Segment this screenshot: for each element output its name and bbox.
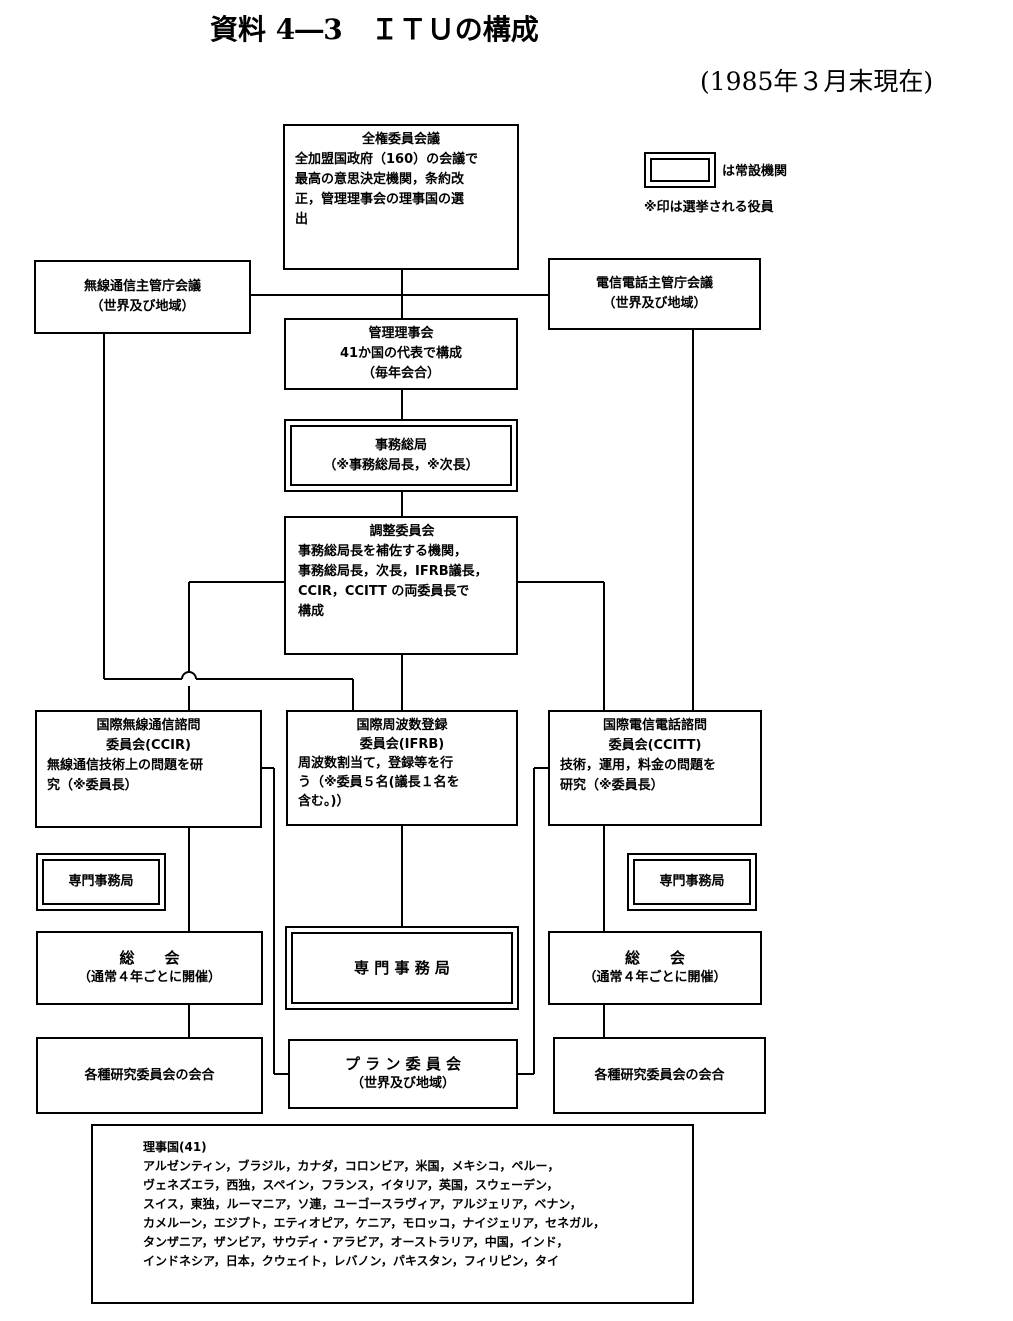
ccitt-line-1: 国際電信電話諮問 (602, 718, 707, 733)
plenipotentiary-line-2: 最高の意思決定機関，条約改 (295, 172, 465, 187)
plenipotentiary-name: 全権委員会議 (361, 132, 440, 147)
telegraph-admin-conference-scope: （世界及び地域） (602, 296, 707, 311)
ccir-study-groups-box: 各種研究委員会の会合 (36, 1037, 263, 1114)
radio-admin-conference-scope: （世界及び地域） (90, 299, 195, 314)
radio-admin-conference-box: 無線通信主管庁会議 （世界及び地域） (34, 260, 251, 334)
telegraph-admin-conference-name: 電信電話主管庁会議 (595, 276, 713, 291)
ccitt-study-groups-label: 各種研究委員会の会合 (594, 1067, 725, 1083)
administrative-council-box: 管理理事会 41か国の代表で構成 （毎年会合） (284, 318, 518, 390)
coordination-committee-box: 調整委員会 事務総局長を補佐する機関， 事務総局長，次長，IFRB議長， CCI… (284, 516, 518, 655)
ccitt-specialized-secretariat-box: 専門事務局 (627, 853, 757, 911)
administrative-council-line-2: 41か国の代表で構成 (339, 346, 463, 361)
coordination-committee-name: 調整委員会 (369, 524, 435, 539)
ccitt-plenary-assembly-frequency: （通常４年ごとに開催） (583, 970, 727, 985)
ifrb-line-1: 国際周波数登録 (356, 718, 448, 733)
legend-permanent-box (644, 152, 716, 188)
ifrb-line-2: 委員会(IFRB) (359, 737, 445, 752)
ccir-line-3: 無線通信技術上の問題を研 (47, 758, 204, 773)
ifrb-specialized-secretariat-box: 専 門 事 務 局 (285, 926, 519, 1010)
ifrb-line-4: う（※委員５名(議長１名を (298, 775, 460, 790)
telegraph-admin-conference-box: 電信電話主管庁会議 （世界及び地域） (548, 258, 761, 330)
coordination-committee-line-2: 事務総局長，次長，IFRB議長， (298, 564, 488, 579)
general-secretariat-officers: （※事務総局長，※次長） (323, 457, 479, 473)
council-member-states-line-6: インドネシア，日本，クウェイト，レバノン，パキスタン，フィリピン，タイ (143, 1254, 560, 1268)
ifrb-line-3: 周波数割当て，登録等を行 (298, 756, 454, 771)
ifrb-specialized-secretariat-label: 専 門 事 務 局 (354, 959, 450, 977)
as-of-date: (1985年３月末現在) (700, 67, 934, 96)
ccitt-study-groups-box: 各種研究委員会の会合 (553, 1037, 766, 1114)
ccitt-line-3: 技術，運用，料金の問題を (560, 758, 717, 773)
ccir-plenary-assembly-frequency: （通常４年ごとに開催） (77, 970, 221, 985)
ccitt-line-4: 研究（※委員長） (560, 778, 664, 793)
council-member-states-line-2: ヴェネズエラ，西独，スペイン，フランス，イタリア，英国，スウェーデン， (143, 1178, 559, 1192)
ccir-line-4: 究（※委員長） (47, 778, 138, 793)
ccir-line-1: 国際無線通信諮問 (96, 718, 201, 733)
legend-elected-note: ※印は選挙される役員 (644, 200, 774, 215)
plenipotentiary-conference-box: 全権委員会議 全加盟国政府（160）の会議で 最高の意思決定機関，条約改 正，管… (283, 124, 519, 270)
ccitt-specialized-secretariat-label: 専門事務局 (659, 874, 725, 889)
administrative-council-line-3: （毎年会合） (361, 366, 440, 381)
council-member-states-box: 理事国(41) アルゼンティン，ブラジル，カナダ，コロンビア，米国，メキシコ，ペ… (91, 1124, 694, 1304)
coordination-committee-line-3: CCIR，CCITT の両委員長で (298, 584, 470, 599)
legend-permanent-label: は常設機関 (722, 164, 788, 179)
plenipotentiary-line-1: 全加盟国政府（160）の会議で (295, 152, 479, 167)
administrative-council-line-1: 管理理事会 (368, 326, 434, 341)
ccitt-plenary-assembly-name: 総 会 (624, 949, 685, 967)
council-member-states-line-4: カメルーン，エジプト，エティオピア，ケニア，モロッコ，ナイジェリア，セネガル， (143, 1216, 606, 1230)
ccir-plenary-assembly-name: 総 会 (119, 949, 180, 967)
plan-committee-scope: （世界及び地域） (350, 1076, 455, 1091)
ccir-specialized-secretariat-label: 専門事務局 (68, 874, 134, 889)
ccir-specialized-secretariat-box: 専門事務局 (36, 853, 166, 911)
general-secretariat-name: 事務総局 (374, 437, 427, 453)
council-member-states-line-1: アルゼンティン，ブラジル，カナダ，コロンビア，米国，メキシコ，ペルー， (143, 1159, 560, 1173)
ccitt-line-2: 委員会(CCITT) (608, 738, 702, 753)
ccir-box: 国際無線通信諮問 委員会(CCIR) 無線通信技術上の問題を研 究（※委員長） (35, 710, 262, 828)
council-member-states-line-3: スイス，東独，ルーマニア，ソ連，ユーゴースラヴィア，アルジェリア，ベナン， (143, 1197, 582, 1211)
ccir-line-2: 委員会(CCIR) (106, 738, 191, 753)
plenipotentiary-line-3: 正，管理理事会の理事国の選 (295, 192, 465, 207)
ccitt-plenary-assembly-box: 総 会 （通常４年ごとに開催） (548, 931, 762, 1005)
radio-admin-conference-name: 無線通信主管庁会議 (83, 279, 201, 294)
general-secretariat-box: 事務総局 （※事務総局長，※次長） (284, 419, 518, 492)
council-member-states-heading: 理事国(41) (143, 1140, 207, 1154)
coordination-committee-line-1: 事務総局長を補佐する機関， (298, 544, 468, 559)
plan-committee-box: プ ラ ン 委 員 会 （世界及び地域） (288, 1039, 518, 1109)
plenipotentiary-line-4: 出 (295, 212, 309, 227)
coordination-committee-line-4: 構成 (298, 604, 325, 619)
council-member-states-line-5: タンザニア，ザンビア，サウディ・アラビア，オーストラリア，中国，インド， (143, 1235, 569, 1249)
page-title: 資料 4―3 ＩＴＵの構成 (210, 13, 539, 46)
ccir-plenary-assembly-box: 総 会 （通常４年ごとに開催） (36, 931, 263, 1005)
ifrb-line-5: 含む。)） (298, 794, 350, 809)
ifrb-box: 国際周波数登録 委員会(IFRB) 周波数割当て，登録等を行 う（※委員５名(議… (286, 710, 518, 826)
ccir-study-groups-label: 各種研究委員会の会合 (84, 1067, 215, 1083)
plan-committee-name: プ ラ ン 委 員 会 (344, 1055, 462, 1073)
ccitt-box: 国際電信電話諮問 委員会(CCITT) 技術，運用，料金の問題を 研究（※委員長… (548, 710, 762, 826)
